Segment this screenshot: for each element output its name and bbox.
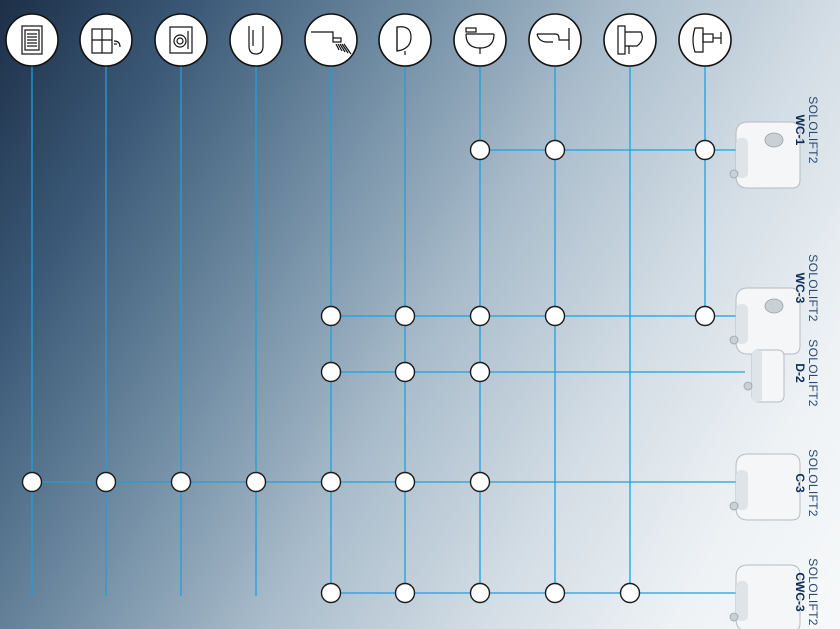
- pump-brand: SOLOLIFT2: [806, 96, 819, 163]
- compatibility-node: [23, 473, 42, 492]
- pump-brand: SOLOLIFT2: [806, 449, 819, 516]
- shower-icon: [305, 14, 357, 66]
- pump-label-cwc-3: SOLOLIFT2 CWC-3: [786, 537, 826, 629]
- pump-brand: SOLOLIFT2: [806, 254, 819, 321]
- compatibility-node: [396, 473, 415, 492]
- pump-label-d-2: SOLOLIFT2 D-2: [786, 318, 826, 428]
- compatibility-node: [546, 141, 565, 160]
- pump-brand: SOLOLIFT2: [806, 558, 819, 625]
- pump-model: WC-1: [793, 115, 806, 146]
- compatibility-node: [396, 584, 415, 603]
- wall-hung-wc-icon: [529, 14, 581, 66]
- compatibility-node: [621, 584, 640, 603]
- compatibility-node: [471, 584, 490, 603]
- floor-standing-wc-icon: [604, 14, 656, 66]
- kitchen-sink-icon: [80, 14, 132, 66]
- compatibility-node: [322, 307, 341, 326]
- pump-model: CWC-3: [793, 572, 806, 611]
- compatibility-node: [247, 473, 266, 492]
- compatibility-node: [396, 363, 415, 382]
- pump-unit-image: [744, 350, 784, 402]
- pump-model: WC-3: [793, 273, 806, 304]
- wc-with-pump-icon: [679, 14, 731, 66]
- dishwasher-icon: [155, 14, 207, 66]
- compatibility-node: [396, 307, 415, 326]
- washing-machine-icon: [6, 14, 58, 66]
- compatibility-node: [322, 584, 341, 603]
- urinal-icon: [379, 14, 431, 66]
- compatibility-node: [322, 363, 341, 382]
- compatibility-node: [322, 473, 341, 492]
- pump-label-c-3: SOLOLIFT2 C-3: [786, 428, 826, 538]
- bathtub-icon: [230, 14, 282, 66]
- compatibility-node: [546, 584, 565, 603]
- compatibility-node: [471, 307, 490, 326]
- compatibility-node: [471, 141, 490, 160]
- compatibility-node: [172, 473, 191, 492]
- pump-model: D-2: [793, 363, 806, 382]
- compatibility-node: [696, 307, 715, 326]
- pump-model: C-3: [793, 473, 806, 492]
- compatibility-node: [546, 307, 565, 326]
- compatibility-node: [471, 473, 490, 492]
- pump-brand: SOLOLIFT2: [806, 339, 819, 406]
- compatibility-node: [696, 141, 715, 160]
- pump-label-wc-1: SOLOLIFT2 WC-1: [786, 75, 826, 185]
- compatibility-node: [97, 473, 116, 492]
- washbasin-icon: [454, 14, 506, 66]
- compatibility-node: [471, 363, 490, 382]
